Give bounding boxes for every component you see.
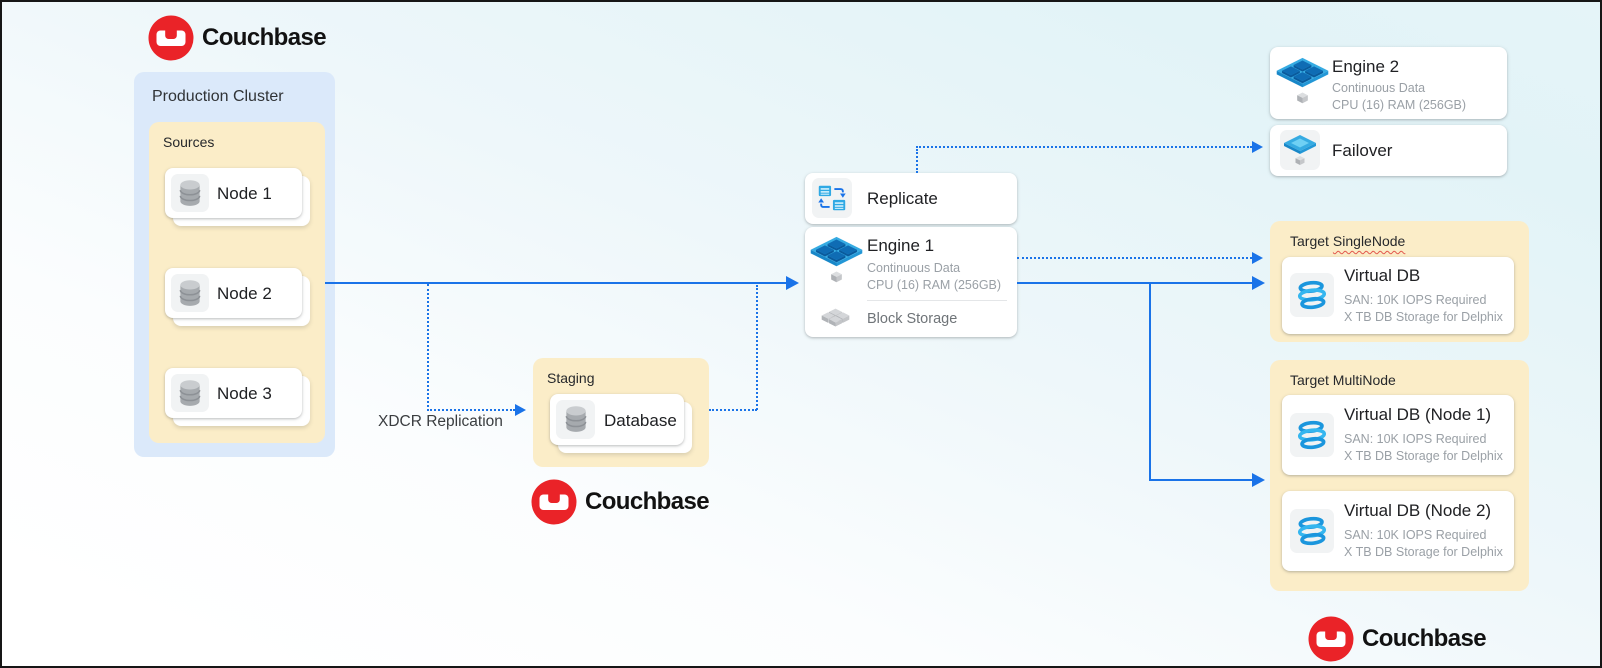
target-multinode-box: Target MultiNode Virtual DB (Node 1) SAN… xyxy=(1270,360,1529,591)
arrow-cluster-to-engine1-line xyxy=(325,282,786,284)
failover-icon xyxy=(1280,130,1320,170)
engine2-subtitle2: CPU (16) RAM (256GB) xyxy=(1332,98,1467,112)
production-cluster-box: Production Cluster Sources Node 1 Node 2 xyxy=(134,72,335,457)
replicate-card: Replicate xyxy=(805,173,1017,224)
block-storage-label: Block Storage xyxy=(867,311,958,327)
target-multinode-label: Target MultiNode xyxy=(1290,372,1396,388)
engine2-title: Engine 2 xyxy=(1332,57,1400,76)
engine1-subtitle1: Continuous Data xyxy=(867,261,961,275)
arrow-engine1-to-singlenode-line xyxy=(1017,282,1252,284)
arrow-engine1-to-multinode-horizontal xyxy=(1149,479,1252,481)
arrow-staging-out-horizontal xyxy=(709,409,757,411)
couchbase-wordmark: Couchbase xyxy=(585,488,710,515)
arrow-xdcr-horizontal xyxy=(427,409,515,411)
staging-database-card: Database xyxy=(550,394,692,453)
engine2-subtitle1: Continuous Data xyxy=(1332,81,1426,95)
virtual-db-line1: SAN: 10K IOPS Required xyxy=(1344,293,1487,307)
failover-card: Failover xyxy=(1270,125,1507,176)
replicate-icon xyxy=(812,178,852,218)
node-card: Node 3 xyxy=(165,368,310,426)
database-icon xyxy=(171,374,209,412)
staging-label: Staging xyxy=(547,370,595,386)
database-icon xyxy=(171,274,209,312)
engine-icon xyxy=(810,236,863,283)
virtual-db-line2: X TB DB Storage for Delphix xyxy=(1344,449,1503,463)
engine-icon xyxy=(1276,57,1329,104)
arrow-replicate-to-failover-horizontal xyxy=(916,146,1252,148)
virtual-db-icon xyxy=(1290,413,1334,457)
block-storage-icon xyxy=(821,308,850,327)
node-card: Node 1 xyxy=(165,168,310,226)
arrow-staging-out-vertical xyxy=(756,285,758,410)
node-label: Node 1 xyxy=(217,184,272,203)
virtual-db-line1: SAN: 10K IOPS Required xyxy=(1344,432,1487,446)
failover-label: Failover xyxy=(1332,141,1393,160)
target-singlenode-label-prefix: Target xyxy=(1290,233,1329,249)
virtual-db-card: Virtual DB (Node 1) SAN: 10K IOPS Requir… xyxy=(1282,395,1514,475)
couchbase-wordmark: Couchbase xyxy=(1362,625,1487,652)
arrow-replicate-to-failover-vertical xyxy=(916,149,918,173)
virtual-db-title: Virtual DB (Node 2) xyxy=(1344,501,1492,520)
arrow-replicate-to-failover-head xyxy=(1252,141,1263,153)
divider xyxy=(867,300,1007,301)
xdcr-replication-label: XDCR Replication xyxy=(378,413,503,430)
virtual-db-line1: SAN: 10K IOPS Required xyxy=(1344,528,1487,542)
engine1-title: Engine 1 xyxy=(867,236,935,255)
couchbase-logo-bottom: Couchbase xyxy=(1308,616,1487,662)
target-singlenode-label-word: SingleNode xyxy=(1332,233,1406,249)
database-icon xyxy=(556,400,595,439)
virtual-db-icon xyxy=(1290,273,1334,317)
couchbase-logo-icon xyxy=(148,15,194,61)
engine1-card: Engine 1 Continuous Data CPU (16) RAM (2… xyxy=(805,227,1017,337)
couchbase-wordmark: Couchbase xyxy=(202,24,327,51)
node-label: Node 2 xyxy=(217,284,272,303)
arrow-engine1-to-singlenode-head xyxy=(1252,276,1265,290)
staging-box: Staging Database xyxy=(533,358,709,467)
virtual-db-card: Virtual DB (Node 2) SAN: 10K IOPS Requir… xyxy=(1282,491,1514,571)
engine2-card: Engine 2 Continuous Data CPU (16) RAM (2… xyxy=(1270,47,1507,119)
arrow-engine1-to-singlenode-dotted xyxy=(1017,257,1252,259)
sources-label: Sources xyxy=(163,134,215,150)
arrow-xdcr-vertical xyxy=(427,284,429,411)
arrow-engine1-to-multinode-head xyxy=(1252,473,1265,487)
arrow-xdcr-head xyxy=(515,404,526,416)
virtual-db-title: Virtual DB xyxy=(1344,266,1421,285)
virtual-db-icon xyxy=(1290,509,1334,553)
virtual-db-line2: X TB DB Storage for Delphix xyxy=(1344,545,1503,559)
production-cluster-label: Production Cluster xyxy=(152,88,284,105)
staging-database-label: Database xyxy=(604,411,677,430)
virtual-db-line2: X TB DB Storage for Delphix xyxy=(1344,310,1503,324)
couchbase-logo-top: Couchbase xyxy=(148,15,327,61)
virtual-db-title: Virtual DB (Node 1) xyxy=(1344,405,1492,424)
sources-box: Sources Node 1 Node 2 Node 3 xyxy=(149,122,325,443)
node-label: Node 3 xyxy=(217,384,272,403)
database-icon xyxy=(171,174,209,212)
arrow-engine1-to-singlenode-dotted-head xyxy=(1252,252,1263,264)
couchbase-logo-staging: Couchbase xyxy=(531,479,710,525)
replicate-label: Replicate xyxy=(867,189,938,208)
couchbase-logo-icon xyxy=(1308,616,1354,662)
couchbase-logo-icon xyxy=(531,479,577,525)
arrow-engine1-to-multinode-vertical xyxy=(1149,283,1151,481)
node-card: Node 2 xyxy=(165,268,310,326)
virtual-db-card: Virtual DB SAN: 10K IOPS Required X TB D… xyxy=(1282,257,1514,334)
engine1-subtitle2: CPU (16) RAM (256GB) xyxy=(867,278,1002,292)
arrow-cluster-to-engine1-head xyxy=(786,276,799,290)
